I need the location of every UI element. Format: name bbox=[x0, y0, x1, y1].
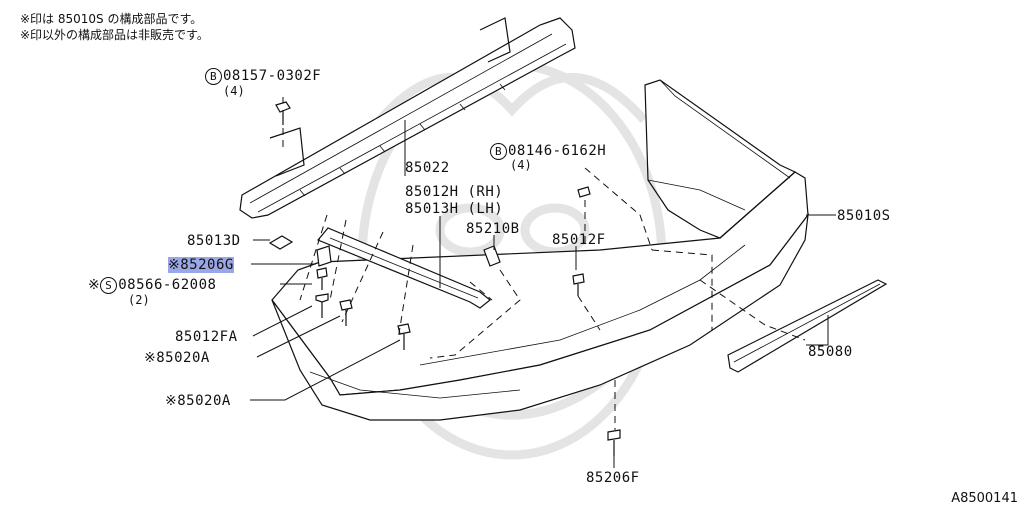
bolt-icon[interactable] bbox=[275, 101, 291, 125]
part-number: 85020A bbox=[156, 350, 210, 366]
member-marker: ※ bbox=[165, 393, 178, 409]
clip-85206f[interactable] bbox=[607, 429, 621, 456]
retainer-85206g[interactable] bbox=[316, 245, 332, 267]
note-line-1: ※印は 85010S の構成部品です。 bbox=[20, 12, 203, 26]
rear-bumper-fascia-85010s[interactable] bbox=[271, 79, 809, 421]
part-label-85013d[interactable]: 85013D bbox=[187, 233, 241, 249]
bolt-icon[interactable] bbox=[577, 186, 591, 198]
part-label-85022[interactable]: 85022 bbox=[405, 160, 450, 176]
part-85210b[interactable] bbox=[483, 245, 501, 267]
part-number: 08157-0302F bbox=[223, 68, 322, 84]
clip-85012fa[interactable] bbox=[315, 293, 329, 318]
bumper-bracket-85012h[interactable] bbox=[317, 227, 491, 309]
part-number: 85020A bbox=[177, 393, 231, 409]
member-marker: ※ bbox=[168, 257, 181, 273]
part-label-85013h[interactable]: 85013H (LH) bbox=[405, 201, 504, 217]
member-marker: ※ bbox=[144, 350, 157, 366]
highlighted-part-85206g: ※85206G bbox=[168, 257, 234, 273]
part-label-85012fa[interactable]: 85012FA bbox=[175, 329, 238, 345]
bumper-reinforcement-85022[interactable] bbox=[239, 17, 576, 219]
member-marker: ※ bbox=[88, 277, 101, 293]
part-number: 08146-6162H bbox=[508, 143, 607, 159]
part-number: 08566-62008 bbox=[118, 277, 217, 293]
circle-s-marker: S bbox=[100, 277, 118, 294]
circle-b-marker: B bbox=[490, 143, 507, 160]
quantity-label: (4) bbox=[223, 84, 245, 98]
quantity-label: (2) bbox=[128, 293, 150, 307]
part-label-85010s[interactable]: 85010S bbox=[837, 208, 891, 224]
part-label-85210b[interactable]: 85210B bbox=[466, 221, 520, 237]
part-label-85206f[interactable]: 85206F bbox=[586, 470, 640, 486]
part-label-85020a-lower[interactable]: ※85020A bbox=[165, 393, 231, 409]
part-label-85080[interactable]: 85080 bbox=[808, 344, 853, 360]
part-label-85012h[interactable]: 85012H (RH) bbox=[405, 184, 504, 200]
part-label-85020a-upper[interactable]: ※85020A bbox=[144, 350, 210, 366]
stay-85013d[interactable] bbox=[268, 235, 294, 250]
circle-b-marker: B bbox=[205, 68, 222, 85]
part-label-85206g[interactable]: ※85206G bbox=[168, 257, 234, 273]
clip-85012f[interactable] bbox=[572, 273, 585, 296]
part-number: 85206G bbox=[180, 257, 234, 273]
quantity-label: (4) bbox=[510, 158, 532, 172]
diagram-reference-code: A8500141 bbox=[951, 491, 1018, 506]
part-label-85012f[interactable]: 85012F bbox=[552, 232, 606, 248]
molding-85080[interactable] bbox=[727, 279, 888, 373]
note-line-2: ※印以外の構成部品は非販売です。 bbox=[20, 28, 209, 42]
screw-icon[interactable] bbox=[316, 267, 328, 290]
